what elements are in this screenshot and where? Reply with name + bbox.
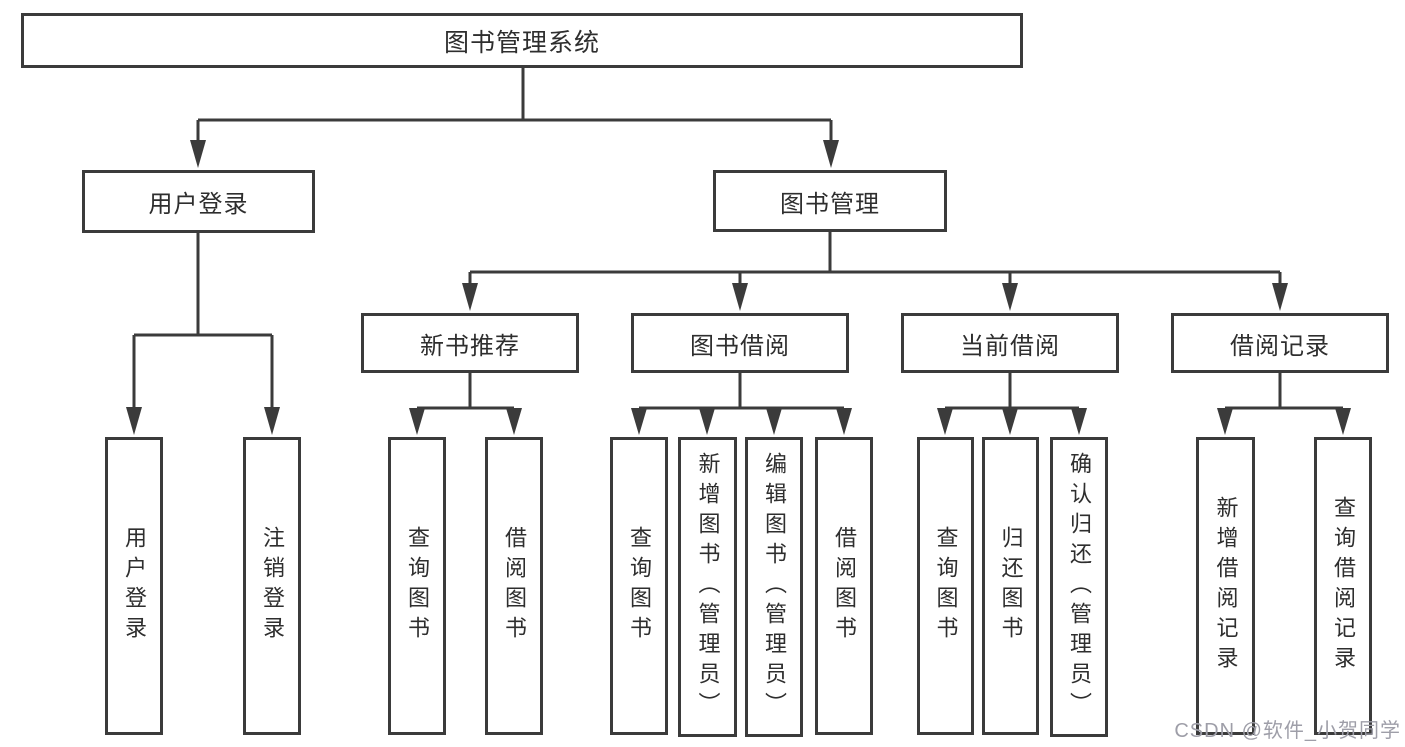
- node-book-borrow: 图书借阅: [631, 313, 849, 373]
- node-root: 图书管理系统: [21, 13, 1023, 68]
- node-user-login: 用户登录: [82, 170, 315, 233]
- leaf-edit-books-admin-label: 编辑图书（管理员）: [762, 452, 787, 722]
- node-new-books-label: 新书推荐: [420, 332, 520, 360]
- leaf-borrow-books-1-label: 借阅图书: [502, 526, 527, 646]
- node-user-login-label: 用户登录: [148, 191, 249, 218]
- leaf-logout-label: 注销登录: [260, 526, 285, 646]
- leaf-confirm-return-admin: 确认归还（管理员）: [1050, 437, 1108, 737]
- leaf-add-borrow-record: 新增借阅记录: [1196, 437, 1255, 735]
- leaf-query-books-1-label: 查询图书: [405, 526, 430, 646]
- leaf-add-books-admin: 新增图书（管理员）: [678, 437, 737, 737]
- node-borrow-records-label: 借阅记录: [1230, 332, 1330, 360]
- leaf-query-borrow-record: 查询借阅记录: [1314, 437, 1372, 735]
- node-borrow-records: 借阅记录: [1171, 313, 1389, 373]
- node-book-mgmt: 图书管理: [713, 170, 947, 232]
- leaf-return-books: 归还图书: [982, 437, 1039, 735]
- leaf-borrow-books-2-label: 借阅图书: [832, 526, 857, 646]
- leaf-query-books-3: 查询图书: [917, 437, 974, 735]
- leaf-edit-books-admin: 编辑图书（管理员）: [745, 437, 803, 737]
- leaf-user-login: 用户登录: [105, 437, 163, 735]
- leaf-logout: 注销登录: [243, 437, 301, 735]
- leaf-return-books-label: 归还图书: [998, 526, 1024, 646]
- arrowheads: [126, 140, 1351, 435]
- node-current-borrow: 当前借阅: [901, 313, 1119, 373]
- leaf-user-login-label: 用户登录: [122, 526, 147, 646]
- leaf-borrow-books-1: 借阅图书: [485, 437, 543, 735]
- node-new-books: 新书推荐: [361, 313, 579, 373]
- leaf-query-books-1: 查询图书: [388, 437, 446, 735]
- leaf-add-books-admin-label: 新增图书（管理员）: [695, 452, 721, 722]
- node-current-borrow-label: 当前借阅: [960, 332, 1060, 360]
- leaf-query-borrow-record-label: 查询借阅记录: [1331, 496, 1356, 676]
- node-book-borrow-label: 图书借阅: [690, 332, 790, 360]
- csdn-watermark: CSDN @软件_小贺同学: [1174, 720, 1401, 742]
- leaf-borrow-books-2: 借阅图书: [815, 437, 873, 735]
- leaf-query-books-2-label: 查询图书: [627, 526, 652, 646]
- leaf-query-books-2: 查询图书: [610, 437, 668, 735]
- leaf-add-borrow-record-label: 新增借阅记录: [1213, 496, 1239, 676]
- node-book-mgmt-label: 图书管理: [780, 190, 880, 218]
- leaf-confirm-return-admin-label: 确认归还（管理员）: [1067, 452, 1092, 722]
- node-root-label: 图书管理系统: [443, 28, 600, 57]
- leaf-query-books-3-label: 查询图书: [933, 526, 959, 646]
